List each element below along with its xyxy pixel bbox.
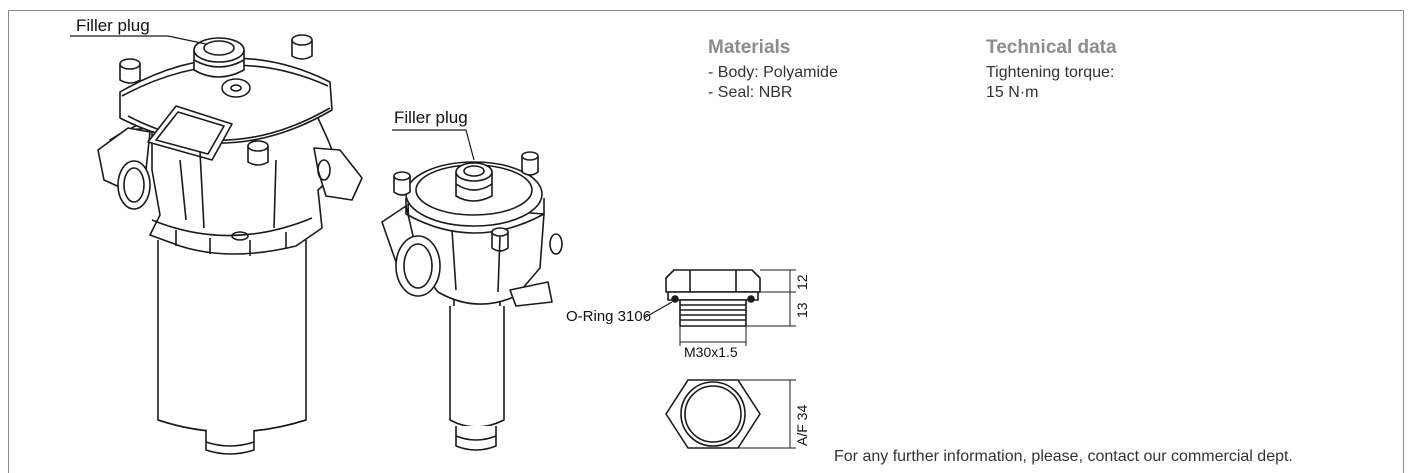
plug-top-view [665, 379, 796, 449]
materials-heading: Materials [708, 37, 791, 58]
small-filter-illustration [381, 151, 563, 451]
filler-plug-label-small: Filler plug [394, 108, 468, 127]
technical-line-torque-label: Tightening torque: [986, 64, 1115, 81]
technical-line-torque-value: 15 N·m [986, 84, 1039, 101]
thread-label: M30x1.5 [684, 344, 738, 360]
technical-heading: Technical data [986, 37, 1117, 58]
dim-12-label: 12 [794, 274, 810, 290]
dim-13-label: 13 [794, 302, 810, 318]
dim-af-label: A/F 34 [794, 404, 810, 446]
contact-footer: For any further information, please, con… [834, 448, 1293, 465]
filler-plug-leader-small [392, 129, 475, 161]
drawing-frame [8, 10, 1404, 473]
materials-line-body: - Body: Polyamide [708, 64, 838, 81]
filler-plug-leader-large [70, 35, 207, 45]
filler-plug-label-large: Filler plug [76, 16, 150, 35]
large-filter-illustration [97, 34, 363, 455]
oring-label: O-Ring 3106 [566, 308, 652, 325]
materials-line-seal: - Seal: NBR [708, 84, 793, 101]
plug-side-view [643, 269, 796, 346]
